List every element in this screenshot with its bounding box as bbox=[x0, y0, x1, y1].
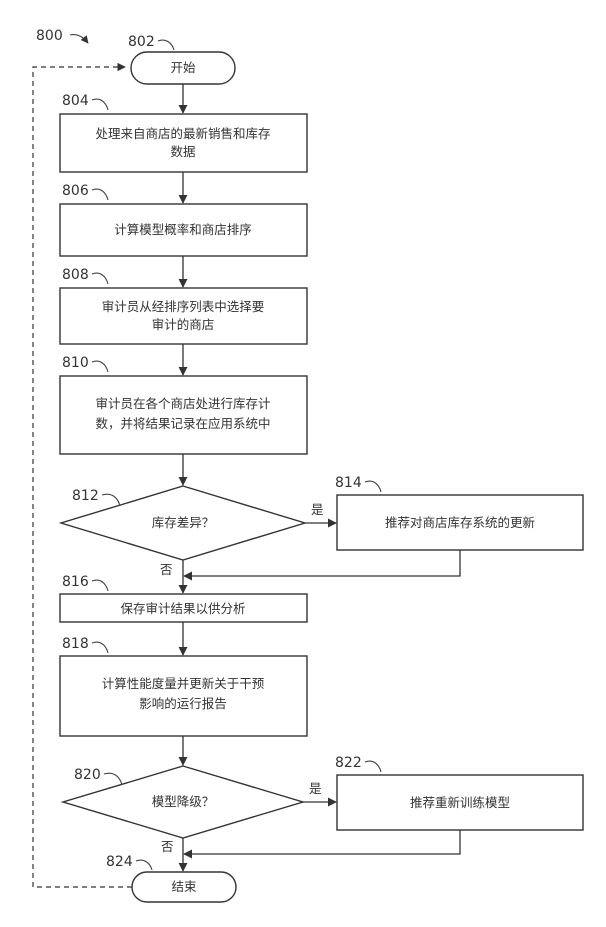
ref-802: 802 bbox=[128, 34, 155, 50]
process-808-line1: 审计员从经排序列表中选择要 bbox=[102, 299, 265, 314]
process-810-line2: 数，并将结果记录在应用系统中 bbox=[95, 416, 270, 431]
process-814-line1: 推荐对商店库存系统的更新 bbox=[385, 515, 535, 530]
ref-808-leader bbox=[92, 273, 108, 284]
ref-816: 816 bbox=[62, 574, 89, 590]
process-810 bbox=[60, 376, 307, 454]
ref-820: 820 bbox=[74, 767, 101, 783]
ref-824-leader bbox=[136, 860, 152, 870]
edge-814-return bbox=[184, 550, 460, 576]
ref-806: 806 bbox=[62, 183, 89, 199]
ref-808: 808 bbox=[62, 267, 89, 283]
ref-804-leader bbox=[92, 99, 108, 110]
ref-818-leader bbox=[92, 642, 108, 653]
process-804-line2: 数据 bbox=[170, 144, 195, 159]
ref-816-leader bbox=[92, 580, 108, 591]
ref-802-leader bbox=[158, 40, 174, 50]
ref-820-leader bbox=[104, 773, 122, 785]
ref-810-leader bbox=[92, 361, 108, 372]
process-806-line1: 计算模型概率和商店排序 bbox=[114, 222, 252, 237]
ref-814-leader bbox=[365, 481, 381, 492]
process-808-line2: 审计的商店 bbox=[152, 317, 215, 332]
decision-820-yes: 是 bbox=[309, 781, 322, 796]
ref-822: 822 bbox=[335, 755, 362, 771]
process-804-line1: 处理来自商店的最新销售和库存 bbox=[95, 126, 270, 141]
decision-812-yes: 是 bbox=[311, 502, 324, 517]
decision-812-no: 否 bbox=[160, 562, 173, 577]
process-822-line1: 推荐重新训练模型 bbox=[410, 795, 510, 810]
ref-818: 818 bbox=[62, 636, 89, 652]
process-808 bbox=[60, 288, 307, 344]
figure-ref-arrow bbox=[70, 35, 88, 43]
process-818-line2: 影响的运行报告 bbox=[139, 696, 227, 711]
process-816-line1: 保存审计结果以供分析 bbox=[120, 601, 245, 616]
process-810-line1: 审计员在各个商店处进行库存计 bbox=[95, 396, 270, 411]
start-label: 开始 bbox=[170, 60, 196, 75]
ref-824: 824 bbox=[106, 854, 133, 870]
decision-812-label: 库存差异？ bbox=[152, 515, 215, 530]
decision-820-label: 模型降级？ bbox=[152, 794, 215, 809]
end-label: 结束 bbox=[171, 879, 197, 894]
ref-804: 804 bbox=[62, 93, 89, 109]
process-804 bbox=[60, 114, 307, 172]
figure-ref-800: 800 bbox=[36, 28, 63, 44]
edge-822-return bbox=[184, 830, 460, 854]
ref-814: 814 bbox=[335, 475, 362, 491]
ref-812-leader bbox=[102, 494, 120, 506]
ref-806-leader bbox=[92, 189, 108, 200]
ref-810: 810 bbox=[62, 355, 89, 371]
process-818-line1: 计算性能度量并更新关于干预 bbox=[102, 676, 265, 691]
ref-812: 812 bbox=[72, 488, 99, 504]
ref-822-leader bbox=[365, 761, 381, 772]
decision-820-no: 否 bbox=[161, 839, 174, 854]
